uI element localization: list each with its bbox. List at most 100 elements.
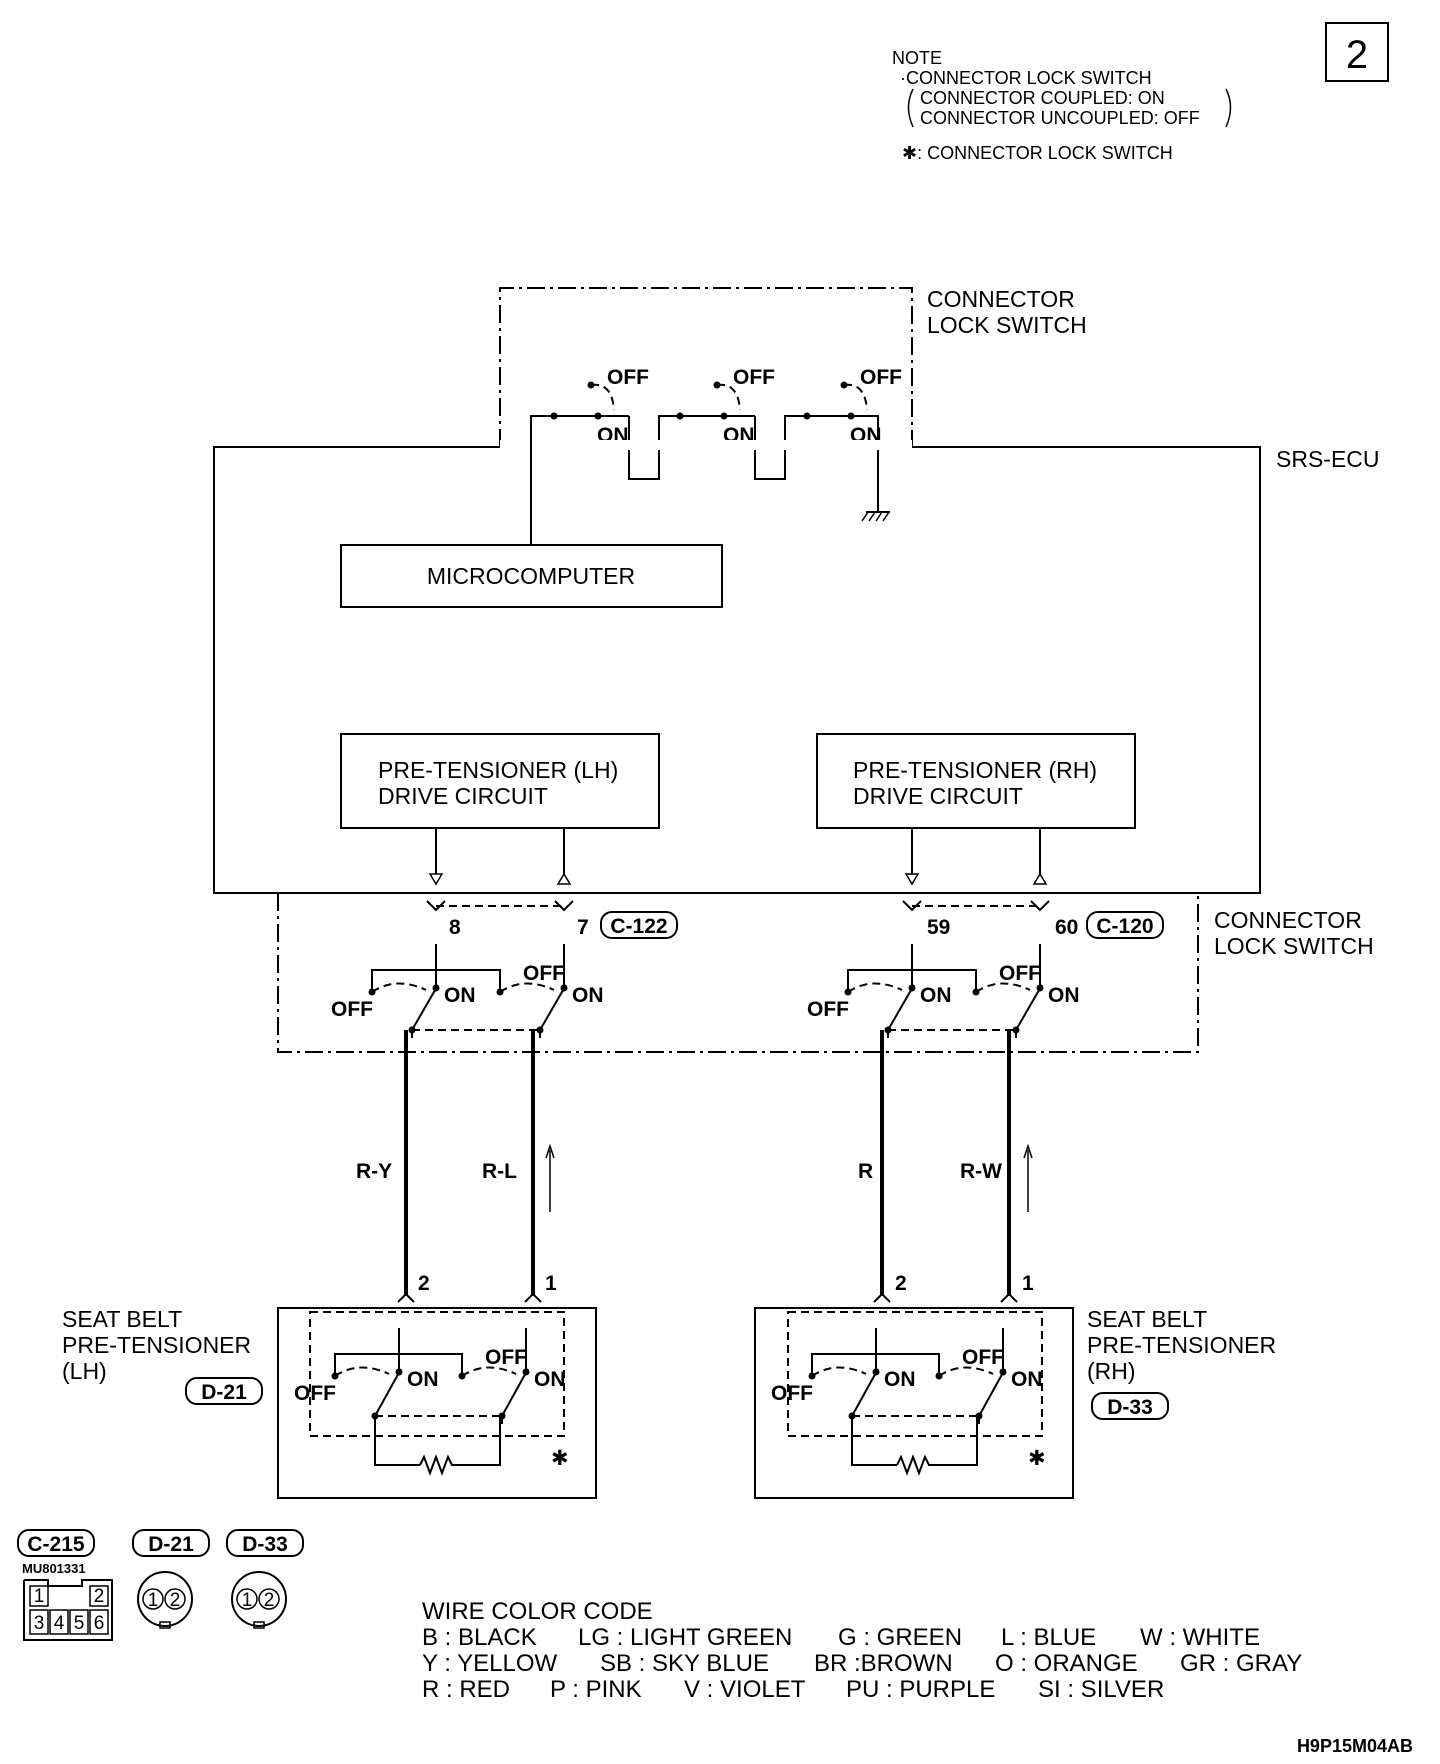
lh-drive-circuit-line-1: PRE-TENSIONER (LH) [378,757,618,783]
rh-lock-switch-left-blade [887,984,915,1031]
lh-pin-8: 8 [449,916,461,939]
c215-label: C-215 [27,1533,85,1556]
top-switch-label-1: CONNECTOR [927,286,1075,312]
c215-pin-5: 5 [74,1613,85,1634]
d21-badge [185,1377,263,1405]
rh-drive-circuit-line-2: DRIVE CIRCUIT [853,783,1023,809]
top-switch-3-off: OFF [860,366,902,389]
color-code-b: B : BLACK [422,1624,537,1651]
rh-pin-59: 59 [927,916,950,939]
rh-lock-switch-right-off-label: OFF [999,962,1041,985]
rh-lock-switch-right-travel [975,982,1031,993]
lh-pretensioner-pin-1: 1 [545,1272,557,1295]
color-code-si: SI : SILVER [1038,1676,1164,1703]
d21-view-badge [132,1529,210,1557]
lh-pretensioner-pin-2: 2 [418,1272,430,1295]
lh-pret-switch-right-travel [461,1366,517,1377]
lh-pret-switch-left-off-label: OFF [294,1382,336,1405]
d21-view-pin-1: 1 [148,1590,159,1611]
color-code-y: Y : YELLOW [422,1650,558,1677]
lh-pretensioner-label-3: (LH) [62,1358,107,1384]
connector-lock-switch-area: CONNECTOR LOCK SWITCH 8 7 C-122 59 60 C-… [277,893,1374,1053]
top-switch-2-off: OFF [733,366,775,389]
srs-ecu: SRS-ECU MICROCOMPUTER PRE-TENSIONER (LH)… [213,416,1380,894]
rh-lock-switch-right-blade [1015,984,1043,1031]
c215-pin-3: 3 [34,1613,45,1634]
rh-pin-60: 60 [1055,916,1078,939]
rh-drive-circuit-line-1: PRE-TENSIONER (RH) [853,757,1097,783]
color-code-p: P : PINK [550,1676,642,1703]
rh-pret-switch-right-off-label: OFF [962,1346,1004,1369]
lh-lock-switch-left-blade [411,984,439,1031]
c215-pin-4: 4 [54,1613,65,1634]
rh-lock-switch-left-travel [847,982,903,993]
color-code-v: V : VIOLET [684,1676,806,1703]
wire-color-code: WIRE COLOR CODE B : BLACK LG : LIGHT GRE… [422,1598,1302,1703]
color-code-br: BR :BROWN [814,1650,953,1677]
top-switch-1-off: OFF [607,366,649,389]
lh-lock-switch-right-on-label: ON [572,984,604,1007]
lh-lock-switch-right-travel [499,982,555,993]
lh-lock-switch-left-short-link [371,969,436,992]
lh-lock-switch-left-travel [371,982,427,993]
srs-ecu-label: SRS-ECU [1276,446,1380,472]
c215-pin-6: 6 [94,1613,105,1634]
lh-pretensioner-label-1: SEAT BELT [62,1306,182,1332]
c215-pin-2: 2 [94,1586,105,1607]
note-block: NOTE ·CONNECTOR LOCK SWITCH CONNECTOR CO… [892,48,1232,163]
rh-drive-circuit-box [816,733,1136,829]
top-connector-lock-switch: CONNECTOR LOCK SWITCH OFF ON OFF ON OFF … [499,286,1087,545]
lh-pret-switch-left-short-link [334,1353,399,1376]
color-code-sb: SB : SKY BLUE [600,1650,769,1677]
c215-face: 1 2 3 4 5 6 [23,1579,113,1641]
d21-face: 1 2 [137,1571,193,1629]
rh-pretensioner-label-1: SEAT BELT [1087,1306,1207,1332]
connector-views: C-215 MU801331 1 2 3 4 5 6 D-21 1 2 [17,1529,304,1641]
note-line-3: CONNECTOR UNCOUPLED: OFF [920,108,1200,128]
d21-view-label: D-21 [148,1533,194,1556]
c215-pin-1: 1 [34,1586,45,1607]
c122-label: C-122 [610,915,667,938]
rh-lock-switch-left-short-link [847,969,912,992]
lh-pret-switch-left-on-label: ON [407,1368,439,1391]
rh-pret-switch-left-travel [811,1366,867,1377]
note-asterisk-line: ✱: CONNECTOR LOCK SWITCH [902,143,1173,163]
rh-pretensioner-asterisk: ✱ [1028,1447,1046,1470]
d21-view-pin-2: 2 [170,1590,181,1611]
lh-lock-switch-right-off-label: OFF [523,962,565,985]
microcomputer-box [340,544,723,608]
rh-pret-switch-left-short-link [811,1353,876,1376]
rh-pretensioner: 2 1 SEAT BELT PRE-TENSIONER (RH) D-33 ✱ … [754,1272,1276,1499]
rh-pretensioner-label-3: (RH) [1087,1358,1136,1384]
rh-pret-switch-left-off-label: OFF [771,1382,813,1405]
c120-badge [1086,911,1164,939]
lh-pret-switch-left-blade [374,1368,402,1417]
top-switch-label-2: LOCK SWITCH [927,312,1087,338]
figure-code: H9P15M04AB [1297,1736,1413,1756]
lh-pretensioner: 2 1 SEAT BELT PRE-TENSIONER (LH) D-21 ✱ … [62,1272,597,1499]
rh-pret-switch-right-short-link [876,1353,940,1376]
lh-lock-switch-right-short-link [436,969,501,992]
wire-label-r: R [858,1160,873,1183]
d33-view-pin-2: 2 [264,1590,275,1611]
rh-pret-switch-left-blade [851,1368,879,1417]
color-code-r: R : RED [422,1676,510,1703]
color-code-g: G : GREEN [838,1624,962,1651]
lh-pret-switch-right-on-label: ON [534,1368,566,1391]
rh-lock-switch-right-short-link [912,969,977,992]
lh-pretensioner-asterisk: ✱ [551,1447,569,1470]
lh-drive-circuit-line-2: DRIVE CIRCUIT [378,783,548,809]
color-code-o: O : ORANGE [995,1650,1138,1677]
color-code-w: W : WHITE [1140,1624,1260,1651]
color-code-lg: LG : LIGHT GREEN [578,1624,792,1651]
d33-view-label: D-33 [242,1533,288,1556]
lh-drive-circuit-box [340,733,660,829]
rh-pret-switch-right-blade [978,1368,1006,1417]
lh-lock-switch-left-on-label: ON [444,984,476,1007]
rh-lock-switch-left-on-label: ON [920,984,952,1007]
lh-pin-7: 7 [577,916,589,939]
